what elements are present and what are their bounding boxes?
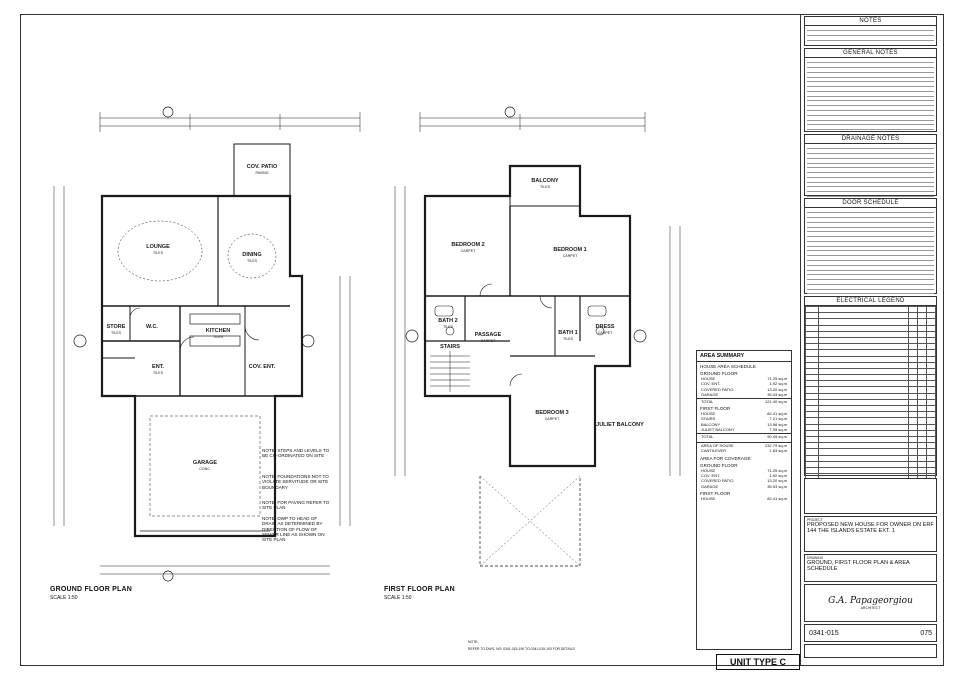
- note-paving: NOTE: FOR PAVING REFER TO SITE PLAN: [262, 500, 330, 511]
- door-schedule-title: DOOR SCHEDULE: [805, 199, 936, 208]
- room-bath-1: BATH 1: [558, 330, 577, 336]
- ground-floor-caption: GROUND FLOOR PLAN: [50, 586, 132, 593]
- room-bedroom-2: BEDROOM 2: [451, 242, 484, 248]
- footer-note: REFER TO DWG. NO: 0341-015-190 TO 0341-0…: [468, 647, 575, 651]
- floor-plans-drawing: [53, 106, 681, 582]
- svg-text:TILES: TILES: [153, 251, 164, 255]
- room-lounge: LOUNGE: [146, 244, 170, 250]
- drawing-box: DRAWING GROUND, FIRST FLOOR PLAN & AREA …: [804, 554, 937, 582]
- room-dining: DINING: [242, 252, 261, 258]
- architect-box: G.A. Papageorgiou ARCHITECT: [804, 584, 937, 622]
- svg-text:TILES: TILES: [540, 185, 551, 189]
- room-bedroom-3: BEDROOM 3: [535, 410, 568, 416]
- drawing-number-box: 0341-015 075: [804, 624, 937, 642]
- revision-box: [804, 478, 937, 514]
- ground-floor-scale: SCALE 1:50: [50, 595, 78, 601]
- room-store: STORE: [107, 324, 126, 330]
- svg-text:TILES: TILES: [111, 331, 122, 335]
- note-foundations: NOTE: FOUNDATIONS NOT TO VIOLATE SERVITU…: [262, 474, 329, 490]
- room-bath-2: BATH 2: [438, 318, 457, 324]
- coverage-first-title: FIRST FLOOR: [700, 491, 731, 497]
- svg-text:CARPET: CARPET: [598, 331, 613, 335]
- general-notes-title: GENERAL NOTES: [805, 49, 936, 58]
- room-bedroom-1: BEDROOM 1: [553, 247, 586, 253]
- first-floor-scale: SCALE 1:50: [384, 595, 412, 601]
- room-labels: LOUNGE TILES DINING TILES COV. PATIO PAV…: [107, 164, 645, 471]
- door-schedule-box: DOOR SCHEDULE: [804, 198, 937, 295]
- project-text: PROPOSED NEW HOUSE FOR OWNER ON ERF 144 …: [807, 522, 934, 535]
- title-block: NOTES GENERAL NOTES DRAINAGE NOTES DOOR …: [800, 14, 940, 666]
- room-dress: DRESS: [596, 324, 615, 330]
- svg-text:TILES: TILES: [563, 337, 574, 341]
- room-kitchen: KITCHEN: [206, 328, 230, 334]
- drawing-number: 075: [920, 629, 932, 637]
- room-balcony: BALCONY: [531, 178, 559, 184]
- room-passage: PASSAGE: [475, 332, 502, 338]
- room-wc: W.C.: [146, 324, 158, 330]
- svg-text:TILES: TILES: [153, 371, 164, 375]
- svg-text:CARPET: CARPET: [481, 339, 496, 343]
- footer-note-label: NOTE:: [468, 640, 479, 644]
- svg-text:TILES: TILES: [443, 325, 454, 329]
- ground-floor-title: GROUND FLOOR: [700, 371, 738, 376]
- svg-text:TILES: TILES: [213, 335, 224, 339]
- svg-text:TILES: TILES: [247, 259, 258, 263]
- electrical-legend-box: ELECTRICAL LEGEND: [804, 296, 937, 481]
- room-juliet-balcony: JULIET BALCONY: [596, 422, 644, 428]
- electrical-legend-title: ELECTRICAL LEGEND: [805, 297, 936, 306]
- svg-text:CARPET: CARPET: [563, 254, 578, 258]
- area-summary-title: AREA SUMMARY: [697, 351, 791, 362]
- architect-logo: G.A. Papageorgiou: [828, 596, 913, 606]
- svg-text:CONC.: CONC.: [199, 467, 211, 471]
- coverage-title: AREA FOR COVERAGE: [700, 455, 751, 461]
- svg-text:CARPET: CARPET: [545, 417, 560, 421]
- electrical-legend-table: [805, 305, 936, 481]
- area-row: COV. ENT.1.92 sq.m: [701, 381, 787, 387]
- drawing-text: GROUND, FIRST FLOOR PLAN & AREA SCHEDULE: [807, 560, 910, 573]
- notes-box: NOTES: [804, 16, 937, 46]
- sheet-border: [20, 14, 944, 666]
- architect-sub: ARCHITECT: [860, 606, 881, 610]
- project-label: PROJECT: [807, 518, 823, 522]
- room-garage: GARAGE: [193, 460, 217, 466]
- general-notes-box: GENERAL NOTES: [804, 48, 937, 135]
- drainage-notes-title: DRAINAGE NOTES: [805, 135, 936, 144]
- svg-text:PAVING: PAVING: [255, 171, 268, 175]
- coverage-ground-title: GROUND FLOOR: [700, 462, 738, 468]
- drawing-label: DRAWING: [807, 556, 824, 560]
- first-floor-caption: FIRST FLOOR PLAN: [384, 586, 455, 593]
- room-cov-patio: COV. PATIO: [247, 164, 278, 170]
- svg-text:CARPET: CARPET: [461, 249, 476, 253]
- project-box: PROJECT PROPOSED NEW HOUSE FOR OWNER ON …: [804, 516, 937, 552]
- note-steps: NOTE: STEPS AND LEVELS TO BE CO-ORDINATE…: [262, 448, 330, 459]
- first-floor-title: FIRST FLOOR: [700, 405, 731, 411]
- unit-type-label: UNIT TYPE C: [716, 654, 800, 670]
- area-summary: AREA SUMMARY HOUSE AREA SCHEDULE GROUND …: [696, 350, 792, 650]
- issue-box: [804, 644, 937, 658]
- room-ent: ENT.: [152, 364, 164, 370]
- area-row: COV. ENT.1.92 sq.m: [701, 473, 787, 479]
- notes-title: NOTES: [805, 17, 936, 26]
- room-cov-ent: COV. ENT.: [249, 364, 276, 370]
- project-number: 0341-015: [809, 629, 839, 637]
- schedule-title: HOUSE AREA SCHEDULE: [700, 364, 756, 369]
- drainage-notes-box: DRAINAGE NOTES: [804, 134, 937, 197]
- note-dwp: NOTE: DWP TO HEAD OF DRAIN AS DETERMINED…: [262, 516, 325, 543]
- room-stairs: STAIRS: [440, 344, 460, 350]
